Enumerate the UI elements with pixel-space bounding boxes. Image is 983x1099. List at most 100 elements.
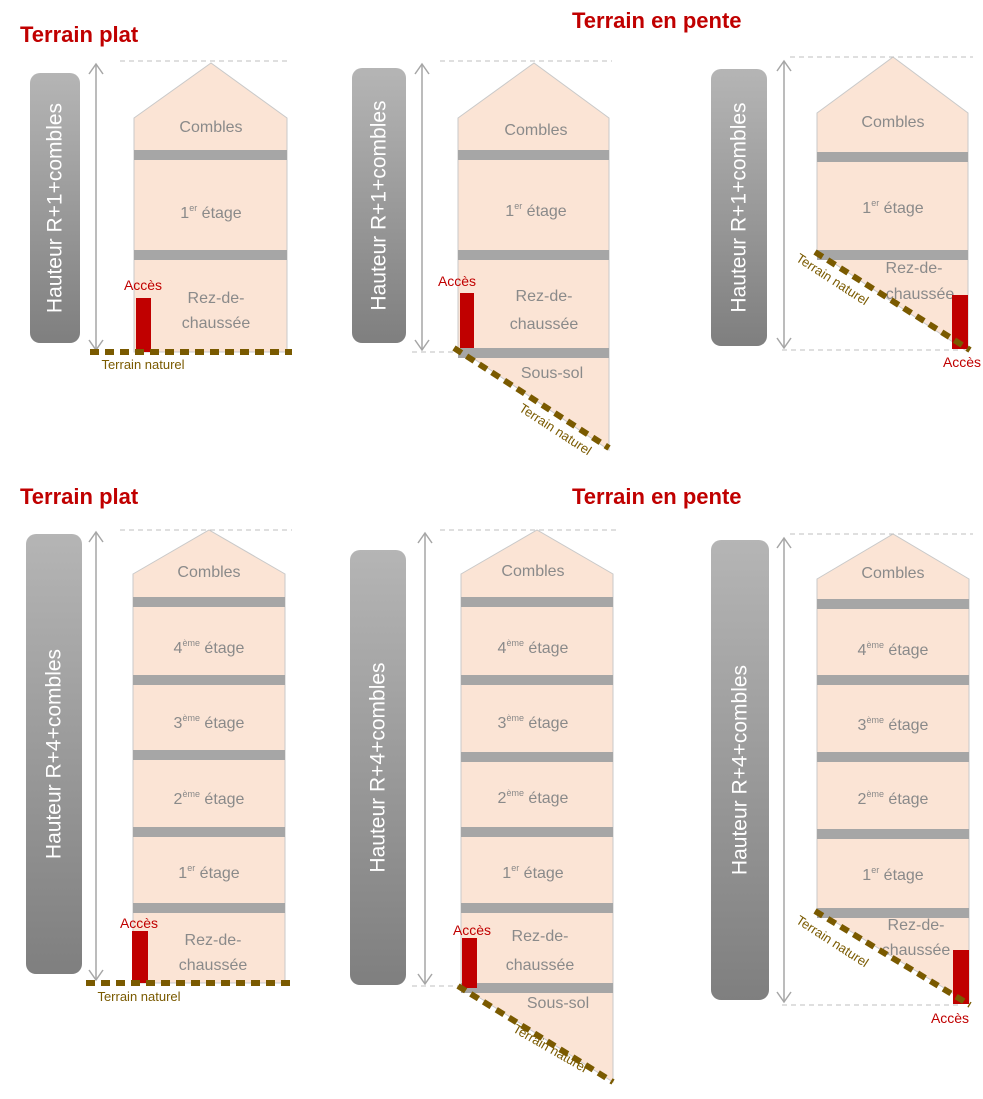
height-arrow-4-head-top [88, 530, 104, 543]
access-label-4: Accès [120, 915, 158, 931]
height-pill-6 [711, 540, 769, 1000]
slab-5e [461, 903, 613, 913]
title-flat-top: Terrain plat [20, 22, 139, 47]
height-pill-5-label: Hauteur R+4+combles [367, 662, 390, 872]
floor-ground-b-6: chaussée [882, 942, 951, 959]
slab-5a [461, 597, 613, 607]
floor-3-6: 3ème étage [858, 715, 929, 734]
floor-ground-b-1: chaussée [182, 315, 251, 332]
height-pill-2 [352, 68, 406, 343]
house-6 [816, 533, 970, 1004]
terrain-3 [813, 249, 972, 353]
floor-1-4: 1er étage [178, 863, 240, 882]
house-3 [816, 56, 969, 353]
floor-1-2: 1er étage [505, 201, 567, 220]
slab-6a [817, 599, 969, 609]
floor-ground-a-6: Rez-de- [888, 917, 945, 934]
height-pill-2-label: Hauteur R+1+combles [368, 100, 391, 310]
floor-2-4: 2ème étage [174, 789, 245, 808]
floor-attic-2: Combles [504, 122, 567, 139]
access-label-1: Accès [124, 277, 162, 293]
floor-1-6: 1er étage [862, 865, 924, 884]
height-arrow-2-head-bottom [414, 339, 430, 352]
title-flat-bottom: Terrain plat [20, 484, 139, 509]
access-rect-2 [460, 293, 474, 348]
access-rect-1 [136, 298, 151, 352]
height-arrow-5-head-bottom [417, 973, 433, 986]
slab-5c [461, 752, 613, 762]
height-pill-1 [30, 73, 80, 343]
floor-ground-b-2: chaussée [510, 316, 579, 333]
floor-2-6: 2ème étage [858, 789, 929, 808]
slab-2a [458, 150, 609, 160]
terrain-5 [456, 983, 615, 1085]
height-arrow-1-head-top [88, 62, 104, 75]
terrain-label-4: Terrain naturel [97, 989, 180, 1004]
height-pill-3 [711, 69, 767, 346]
slab-6e [817, 908, 969, 918]
slab-1a [134, 150, 287, 160]
slab-5d [461, 827, 613, 837]
floor-attic-5: Combles [501, 563, 564, 580]
height-pill-4-label: Hauteur R+4+combles [43, 649, 66, 859]
access-label-6: Accès [931, 1010, 969, 1026]
terrain-2 [452, 345, 611, 451]
floor-attic-4: Combles [177, 564, 240, 581]
floor-1-3: 1er étage [862, 198, 924, 217]
slab-4c [133, 750, 285, 760]
floor-basement-2: Sous-sol [521, 365, 583, 382]
floor-basement-5: Sous-sol [527, 995, 589, 1012]
title-slope-top: Terrain en pente [572, 8, 742, 33]
floor-ground-a-3: Rez-de- [886, 260, 943, 277]
access-rect-3 [952, 295, 968, 349]
slab-2c [458, 348, 609, 358]
access-rect-6 [953, 950, 969, 1004]
slab-3b [817, 250, 968, 260]
height-pill-1-label: Hauteur R+1+combles [44, 103, 67, 313]
height-pill-5 [350, 550, 406, 985]
terrain-6 [813, 908, 972, 1008]
height-arrow-2-head-top [414, 62, 430, 75]
height-pill-4 [26, 534, 82, 974]
floor-ground-a-1: Rez-de- [188, 290, 245, 307]
height-arrow-6-head-top [776, 536, 792, 549]
height-arrow-3-head-bottom [776, 337, 792, 350]
slab-5b [461, 675, 613, 685]
height-pill-3-label: Hauteur R+1+combles [728, 102, 751, 312]
slab-6d [817, 829, 969, 839]
height-arrow-6-head-bottom [776, 991, 792, 1004]
height-arrow-5-head-top [417, 531, 433, 544]
slab-4b [133, 675, 285, 685]
floor-3-5: 3ème étage [498, 713, 569, 732]
access-rect-5 [462, 938, 477, 988]
height-pill-6-label: Hauteur R+4+combles [729, 665, 752, 875]
floor-ground-a-4: Rez-de- [185, 932, 242, 949]
slab-5f [461, 983, 613, 993]
slab-1b [134, 250, 287, 260]
access-label-5: Accès [453, 922, 491, 938]
slab-6b [817, 675, 969, 685]
floor-attic-3: Combles [861, 114, 924, 131]
floor-4-4: 4ème étage [174, 638, 245, 657]
access-label-3: Accès [943, 354, 981, 370]
slab-3a [817, 152, 968, 162]
floor-ground-a-5: Rez-de- [512, 928, 569, 945]
access-label-2: Accès [438, 273, 476, 289]
floor-4-6: 4ème étage [858, 640, 929, 659]
floor-ground-b-3: chaussée [886, 286, 955, 303]
slab-4d [133, 827, 285, 837]
title-slope-bottom: Terrain en pente [572, 484, 742, 509]
floor-ground-b-5: chaussée [506, 957, 575, 974]
floor-ground-a-2: Rez-de- [516, 288, 573, 305]
floor-3-4: 3ème étage [174, 713, 245, 732]
slab-6c [817, 752, 969, 762]
floor-1-1: 1er étage [180, 203, 242, 222]
floor-2-5: 2ème étage [498, 788, 569, 807]
slab-4a [133, 597, 285, 607]
height-arrow-3-head-top [776, 59, 792, 72]
floor-attic-6: Combles [861, 565, 924, 582]
floor-4-5: 4ème étage [498, 638, 569, 657]
access-rect-4 [132, 931, 148, 983]
slab-4e [133, 903, 285, 913]
